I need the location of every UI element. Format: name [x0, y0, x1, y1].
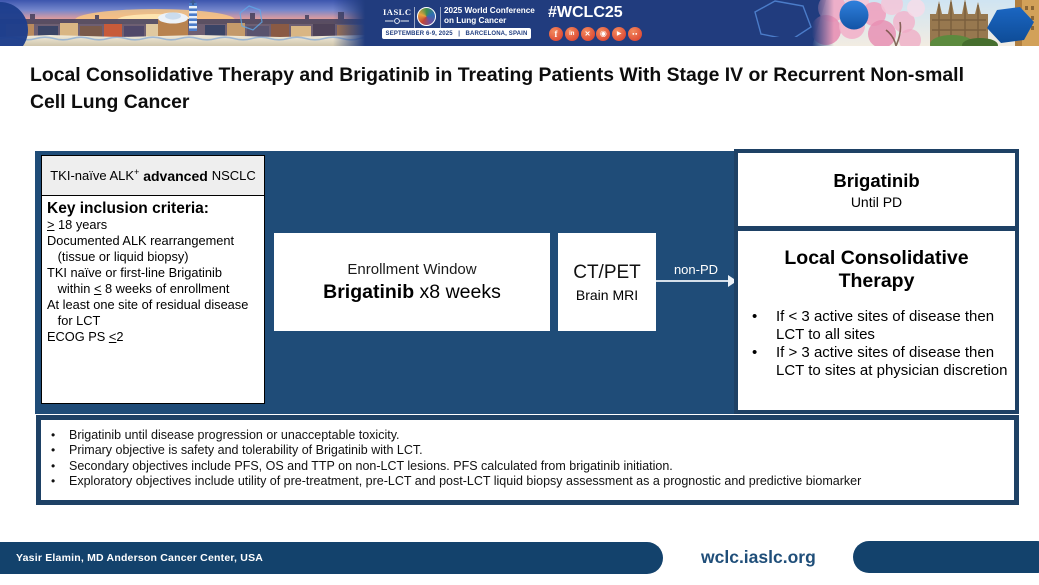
- brigatinib-duration-label: Brigatinib x8 weeks: [323, 281, 501, 304]
- criteria-text: ECOG PS: [47, 329, 109, 344]
- hexagon-outline-decoration: [754, 0, 812, 37]
- brigatinib-bold-text: Brigatinib: [323, 280, 415, 303]
- social-icons-row: f in ✕ ◉ ▶ ●●: [549, 27, 642, 41]
- brigatinib-box-subtitle: Until PD: [850, 193, 903, 210]
- enrollment-window-label: Enrollment Window: [347, 260, 477, 278]
- sagrada-familia-photo: [812, 0, 1039, 46]
- iaslc-lung-doodle-icon: [385, 18, 409, 24]
- brigatinib-box-title: Brigatinib: [833, 169, 920, 191]
- criteria-item: Documented ALK rearrangement (tissue or …: [47, 233, 262, 265]
- linkedin-icon[interactable]: in: [564, 27, 579, 41]
- criteria-text: 2: [116, 329, 124, 344]
- instagram-icon[interactable]: ◉: [596, 27, 611, 41]
- slide-title-line2: Cell Lung Cancer: [30, 91, 190, 113]
- website-link[interactable]: wclc.iaslc.org: [701, 547, 816, 567]
- youtube-icon[interactable]: ▶: [612, 27, 627, 41]
- enrollment-window-box: Enrollment Window Brigatinib x8 weeks: [274, 233, 550, 331]
- conference-title: 2025 World Conference on Lung Cancer: [444, 6, 535, 26]
- criteria-text: Documented ALK rearrangement (tissue or …: [47, 233, 235, 264]
- non-pd-label: non-PD: [673, 262, 719, 277]
- criteria-underlined-operator: >: [47, 217, 55, 232]
- criteria-text: 18 years: [54, 217, 108, 232]
- inclusion-criteria-box: TKI-naïve ALK+ advanced NSCLC Key inclus…: [41, 155, 265, 404]
- brain-mri-label: Brain MRI: [575, 286, 639, 303]
- criteria-item: At least one site of residual disease fo…: [47, 297, 262, 329]
- criteria-underlined-operator: <: [93, 281, 102, 296]
- criteria-text: TKI naïve or first-line Brigatinib withi…: [47, 265, 222, 296]
- inclusion-criteria-body: Key inclusion criteria: > 18 years Docum…: [42, 196, 264, 345]
- note-item: Secondary objectives include PFS, OS and…: [41, 459, 1014, 475]
- logo-divider: [440, 7, 441, 28]
- x-twitter-icon[interactable]: ✕: [580, 27, 595, 41]
- flow-arrow: [656, 280, 729, 282]
- footer-right-bar: [853, 541, 1039, 573]
- note-item: Brigatinib until disease progression or …: [41, 428, 1014, 444]
- duration-text: x8 weeks: [414, 280, 501, 303]
- population-header: TKI-naïve ALK+ advanced NSCLC: [42, 156, 264, 196]
- population-header-emphasis: advanced: [139, 167, 212, 184]
- conference-title-line2: on Lung Cancer: [444, 16, 507, 25]
- criteria-underlined-operator: <: [108, 329, 117, 344]
- population-header-text: TKI-naïve ALK: [50, 168, 135, 183]
- conference-date-location: SEPTEMBER 6-9, 2025 | BARCELONA, SPAIN: [385, 30, 528, 37]
- note-item: Exploratory objectives include utility o…: [41, 474, 1014, 490]
- wechat-icon[interactable]: ●●: [627, 27, 642, 41]
- lct-bullet-list: If < 3 active sites of disease then LCT …: [738, 308, 1015, 380]
- conference-banner: IASLC 2025 World Conference on Lung Canc…: [0, 0, 1039, 46]
- wclc-globe-icon: [417, 7, 436, 26]
- hashtag: #WCLC25: [548, 4, 623, 21]
- criteria-item: > 18 years: [47, 217, 262, 233]
- presenter-credit: Yasir Elamin, MD Anderson Cancer Center,…: [16, 552, 264, 564]
- criteria-text: 8 weeks of enrollment: [101, 281, 230, 296]
- local-consolidative-therapy-box: Local Consolidative Therapy If < 3 activ…: [734, 227, 1019, 414]
- population-header-suffix: NSCLC: [211, 168, 256, 183]
- study-notes-box: Brigatinib until disease progression or …: [36, 415, 1019, 505]
- lct-bullet-item: If > 3 active sites of disease then LCT …: [738, 344, 1015, 380]
- conference-title-line1: 2025 World Conference: [444, 6, 535, 15]
- iaslc-logo: IASLC: [383, 7, 411, 35]
- criteria-item: ECOG PS <2: [47, 329, 262, 345]
- barcelona-park-guell-photo: [0, 0, 365, 46]
- note-item: Primary objective is safety and tolerabi…: [41, 443, 1014, 459]
- logo-divider: [414, 7, 415, 28]
- criteria-heading: Key inclusion criteria:: [47, 200, 209, 217]
- slide-title-line1: Local Consolidative Therapy and Brigatin…: [30, 64, 964, 86]
- slide-title: Local Consolidative Therapy and Brigatin…: [30, 62, 1025, 116]
- brigatinib-continuation-box: Brigatinib Until PD: [734, 149, 1019, 230]
- iaslc-logo-text: IASLC: [383, 7, 412, 17]
- ct-pet-label: CT/PET: [573, 261, 641, 283]
- criteria-item: TKI naïve or first-line Brigatinib withi…: [47, 265, 262, 297]
- flow-arrow-head: [728, 275, 737, 287]
- presenter-credit-bar: Yasir Elamin, MD Anderson Cancer Center,…: [0, 542, 663, 574]
- imaging-box: CT/PET Brain MRI: [558, 233, 656, 331]
- conference-date-bar: SEPTEMBER 6-9, 2025 | BARCELONA, SPAIN: [382, 28, 531, 39]
- lct-box-title: Local Consolidative Therapy: [784, 247, 969, 292]
- criteria-text: At least one site of residual disease fo…: [47, 297, 249, 328]
- lct-bullet-item: If < 3 active sites of disease then LCT …: [738, 308, 1015, 344]
- facebook-icon[interactable]: f: [549, 27, 563, 41]
